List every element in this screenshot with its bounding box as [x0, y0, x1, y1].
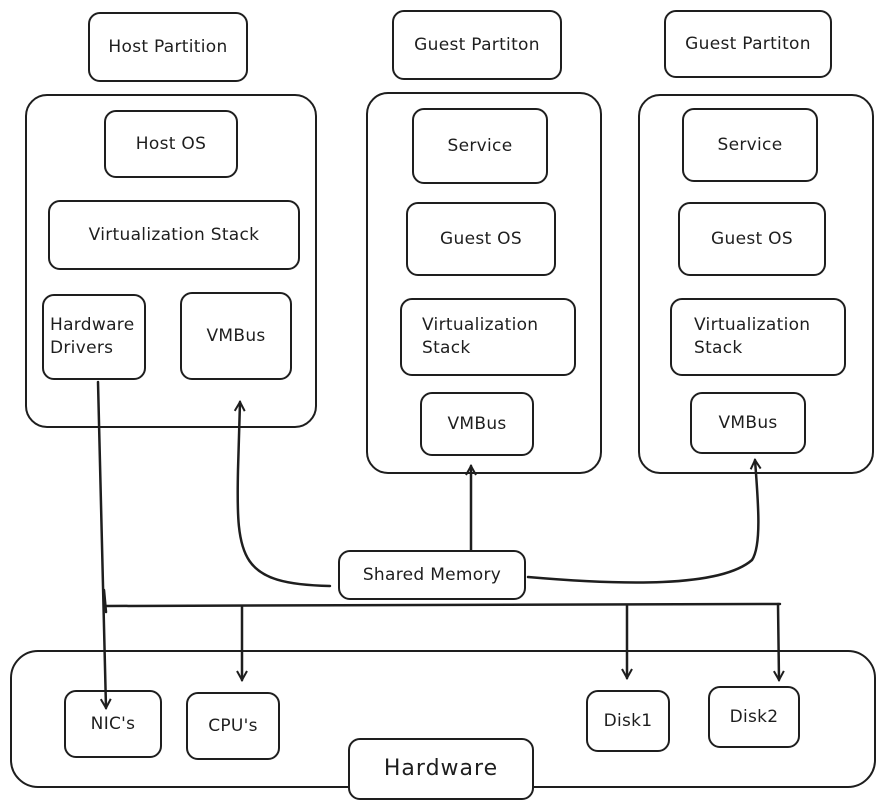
guest1-vmbus-text: VMBus — [447, 413, 507, 434]
host-vmbus-text: VMBus — [206, 325, 266, 346]
guest2-partition-header-text: Guest Partiton — [685, 33, 811, 54]
bus-to-disk2-arrow — [778, 602, 779, 680]
guest1-service-box: Service — [412, 108, 548, 184]
guest2-service-box: Service — [682, 108, 818, 182]
guest1-os-text: Guest OS — [440, 228, 522, 249]
drivers-to-nic-arrow — [96, 380, 106, 708]
host-partition-header: Host Partition — [88, 12, 248, 82]
shared-memory-to-guest2-vmbus-arrow — [526, 460, 758, 584]
bus-tick — [102, 588, 108, 614]
host-os-box: Host OS — [104, 110, 238, 178]
guest1-virtualization-stack-text: Virtualization Stack — [422, 315, 539, 358]
guest2-partition-header: Guest Partiton — [664, 10, 832, 78]
guest2-os-box: Guest OS — [678, 202, 826, 276]
guest1-virtualization-stack-box: Virtualization Stack — [400, 298, 576, 376]
guest2-os-text: Guest OS — [711, 228, 793, 249]
shared-memory-box: Shared Memory — [338, 550, 526, 600]
host-virtualization-stack-text: Virtualization Stack — [88, 224, 260, 245]
hardware-title-text: Hardware — [383, 756, 499, 782]
disk2-text: Disk2 — [729, 706, 779, 727]
hardware-drivers-text: Hardware Drivers — [50, 315, 135, 358]
disk2-box: Disk2 — [708, 686, 800, 748]
cpus-box: CPU's — [186, 692, 280, 760]
guest2-service-text: Service — [717, 134, 783, 155]
disk1-box: Disk1 — [586, 690, 670, 752]
disk1-text: Disk1 — [603, 710, 653, 731]
cpus-text: CPU's — [208, 715, 258, 736]
host-os-text: Host OS — [135, 133, 207, 154]
guest2-partition-container — [638, 94, 874, 474]
guest2-virtualization-stack-box: Virtualization Stack — [670, 298, 846, 376]
guest2-virtualization-stack-text: Virtualization Stack — [694, 315, 811, 358]
host-vmbus-box: VMBus — [180, 292, 292, 380]
guest1-partition-header: Guest Partiton — [392, 10, 562, 80]
host-virtualization-stack-box: Virtualization Stack — [48, 200, 300, 270]
host-partition-header-text: Host Partition — [108, 36, 228, 57]
guest2-vmbus-box: VMBus — [690, 392, 806, 454]
guest1-partition-header-text: Guest Partiton — [414, 34, 540, 55]
shared-memory-text: Shared Memory — [362, 564, 502, 585]
guest1-os-box: Guest OS — [406, 202, 556, 276]
hardware-title-box: Hardware — [348, 738, 534, 800]
hardware-bus-line — [104, 602, 782, 608]
guest1-service-text: Service — [447, 135, 513, 156]
shared-memory-to-host-vmbus-arrow — [238, 402, 332, 588]
host-partition-container — [25, 94, 317, 428]
nics-box: NIC's — [64, 690, 162, 758]
nics-text: NIC's — [90, 713, 136, 734]
guest1-vmbus-box: VMBus — [420, 392, 534, 456]
guest2-vmbus-text: VMBus — [718, 412, 778, 433]
hardware-drivers-box: Hardware Drivers — [42, 294, 146, 380]
guest1-partition-container — [366, 92, 602, 474]
